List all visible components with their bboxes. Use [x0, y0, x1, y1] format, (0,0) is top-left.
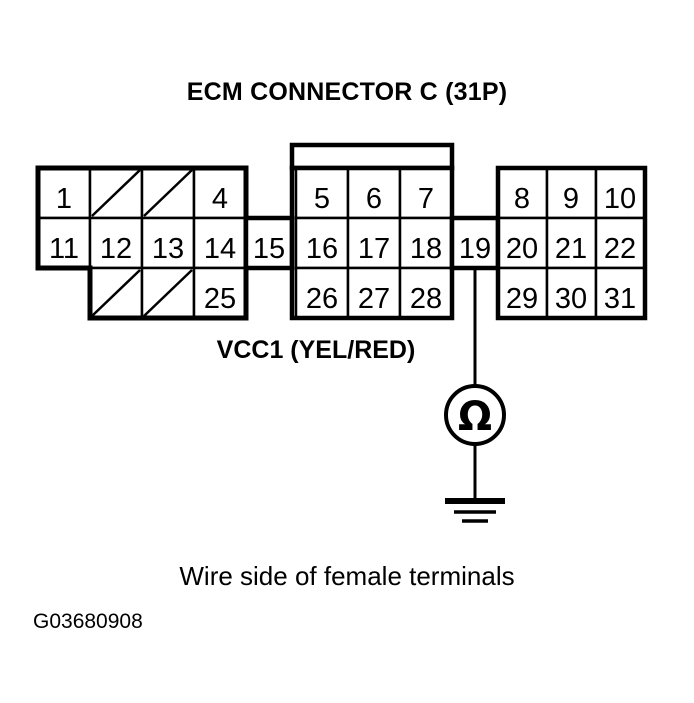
pin-label-1: 1 [56, 183, 72, 215]
connector-grid: 1 4 11 12 13 14 25 15 [35, 142, 648, 321]
blank-marker-r1c2 [91, 169, 141, 217]
ohm-symbol-icon: Ω [458, 394, 492, 440]
wire-label-vcc1: VCC1 (YEL/RED) [217, 336, 416, 364]
measurement-circuit: Ω [444, 268, 506, 523]
pin-19-section: 19 [449, 215, 501, 271]
pin-label-15: 15 [253, 233, 285, 265]
left-section: 1 4 11 12 13 14 25 [35, 165, 249, 321]
middle-section-tab [289, 142, 455, 171]
right-section: 8 9 10 20 21 22 29 30 31 [495, 165, 648, 321]
pin-cell-26 [294, 266, 350, 320]
pin-cell-29 [496, 266, 549, 320]
pin-label-19: 19 [459, 233, 491, 265]
pin-label-14: 14 [204, 233, 236, 265]
pin-cell-1 [36, 166, 92, 220]
pin-label-25: 25 [204, 283, 236, 315]
pin-label-16: 16 [306, 233, 338, 265]
pin-label-18: 18 [410, 233, 442, 265]
pin-cell-25 [192, 266, 248, 320]
pin-label-9: 9 [563, 183, 579, 215]
ground-symbol-icon [445, 498, 505, 523]
pin-label-4: 4 [212, 183, 228, 215]
left-section-outline [35, 165, 249, 321]
pin-label-5: 5 [314, 183, 330, 215]
pin-cell-18 [398, 216, 454, 270]
pin-label-12: 12 [100, 233, 132, 265]
blank-marker-r3c3 [143, 269, 193, 317]
pin-label-8: 8 [514, 183, 530, 215]
pin-label-31: 31 [604, 283, 636, 315]
pin-15-section: 15 [243, 215, 295, 271]
pin-label-10: 10 [604, 183, 636, 215]
pin-label-13: 13 [152, 233, 184, 265]
figure-id: G03680908 [33, 610, 143, 633]
pin-label-29: 29 [506, 283, 538, 315]
pin-label-28: 28 [410, 283, 442, 315]
blank-marker-r1c3 [143, 169, 193, 217]
pin-label-6: 6 [366, 183, 382, 215]
pin-label-26: 26 [306, 283, 338, 315]
pin-label-27: 27 [358, 283, 390, 315]
pin-label-17: 17 [358, 233, 390, 265]
middle-section: 5 6 7 16 17 18 26 27 28 [289, 142, 455, 321]
pin-label-21: 21 [555, 233, 587, 265]
pin-label-20: 20 [506, 233, 538, 265]
pin-label-11: 11 [49, 233, 79, 265]
diagram-title: ECM CONNECTOR C (31P) [187, 78, 507, 106]
blank-marker-r3c2 [91, 269, 141, 317]
pin-label-7: 7 [418, 183, 434, 215]
right-section-outline [495, 165, 648, 321]
figure-caption: Wire side of female terminals [179, 561, 514, 591]
pin-label-30: 30 [555, 283, 587, 315]
pin-label-22: 22 [604, 233, 636, 265]
